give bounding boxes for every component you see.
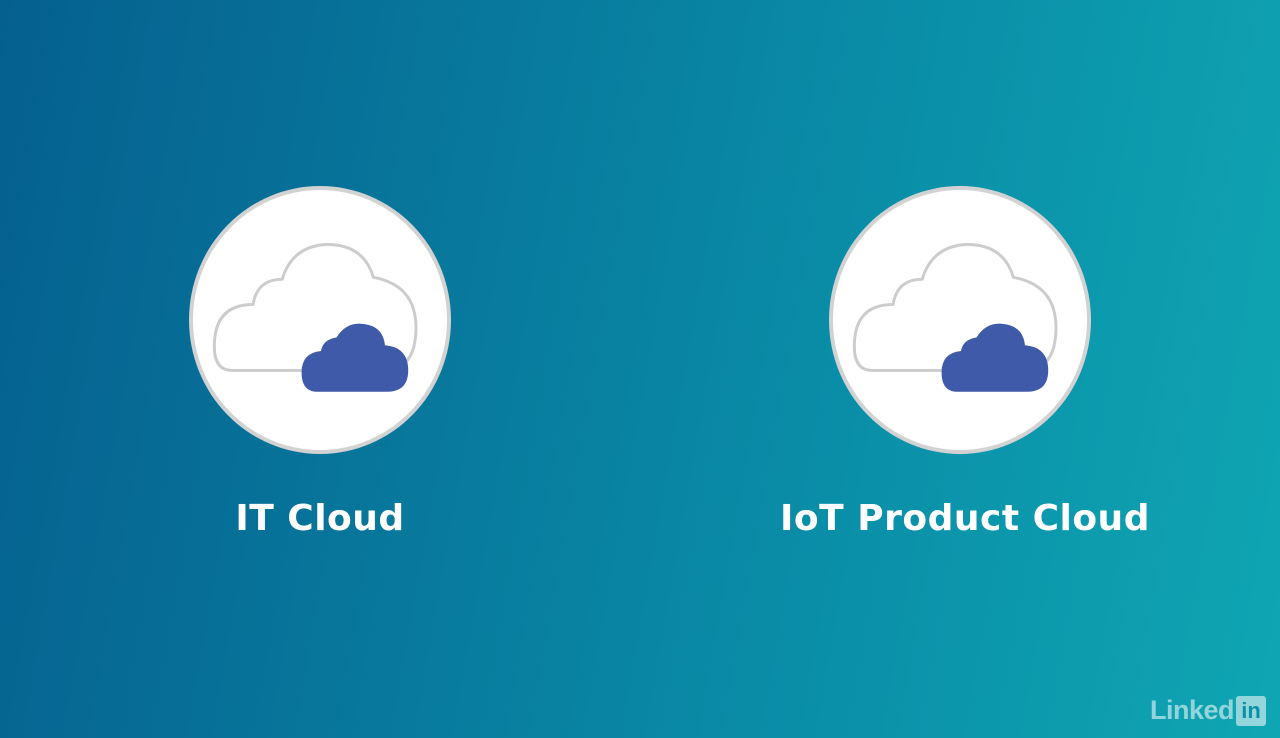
watermark-box-text: in [1241, 697, 1261, 723]
watermark-text: Linked [1149, 695, 1235, 725]
linkedin-logo-icon: in [1236, 695, 1266, 726]
it-cloud-circle [189, 186, 451, 454]
filled-cloud-icon [941, 323, 1049, 392]
linkedin-watermark: Linked in [1150, 695, 1266, 726]
iot-product-cloud-label: IoT Product Cloud [780, 498, 1150, 539]
iot-product-cloud-circle [829, 186, 1091, 454]
cloud-icon [212, 242, 418, 392]
outline-cloud-icon [852, 242, 1058, 372]
it-cloud-group: IT Cloud [140, 186, 500, 539]
cloud-icon [852, 242, 1058, 392]
outline-cloud-icon [212, 242, 418, 372]
filled-cloud-icon [301, 323, 409, 392]
it-cloud-label: IT Cloud [235, 498, 405, 539]
iot-product-cloud-group: IoT Product Cloud [780, 186, 1150, 539]
